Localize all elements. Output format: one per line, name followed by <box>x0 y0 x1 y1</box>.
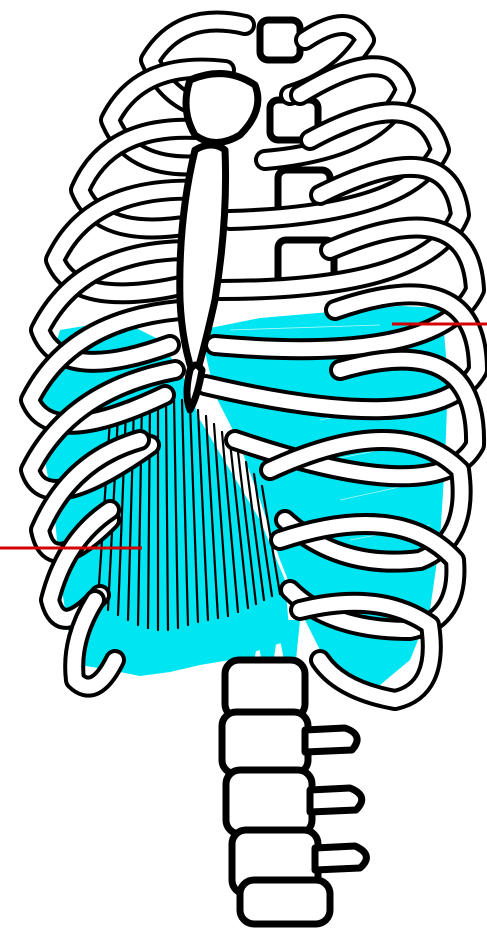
xiphoid-process <box>187 365 202 410</box>
vertebra-l5 <box>240 880 330 924</box>
manubrium <box>186 74 258 143</box>
transverse-process-3 <box>315 846 366 870</box>
vertebra-l3 <box>226 770 312 834</box>
vertebra-l2 <box>222 712 308 774</box>
transverse-process-1 <box>305 728 357 752</box>
transverse-process-2 <box>310 788 362 812</box>
